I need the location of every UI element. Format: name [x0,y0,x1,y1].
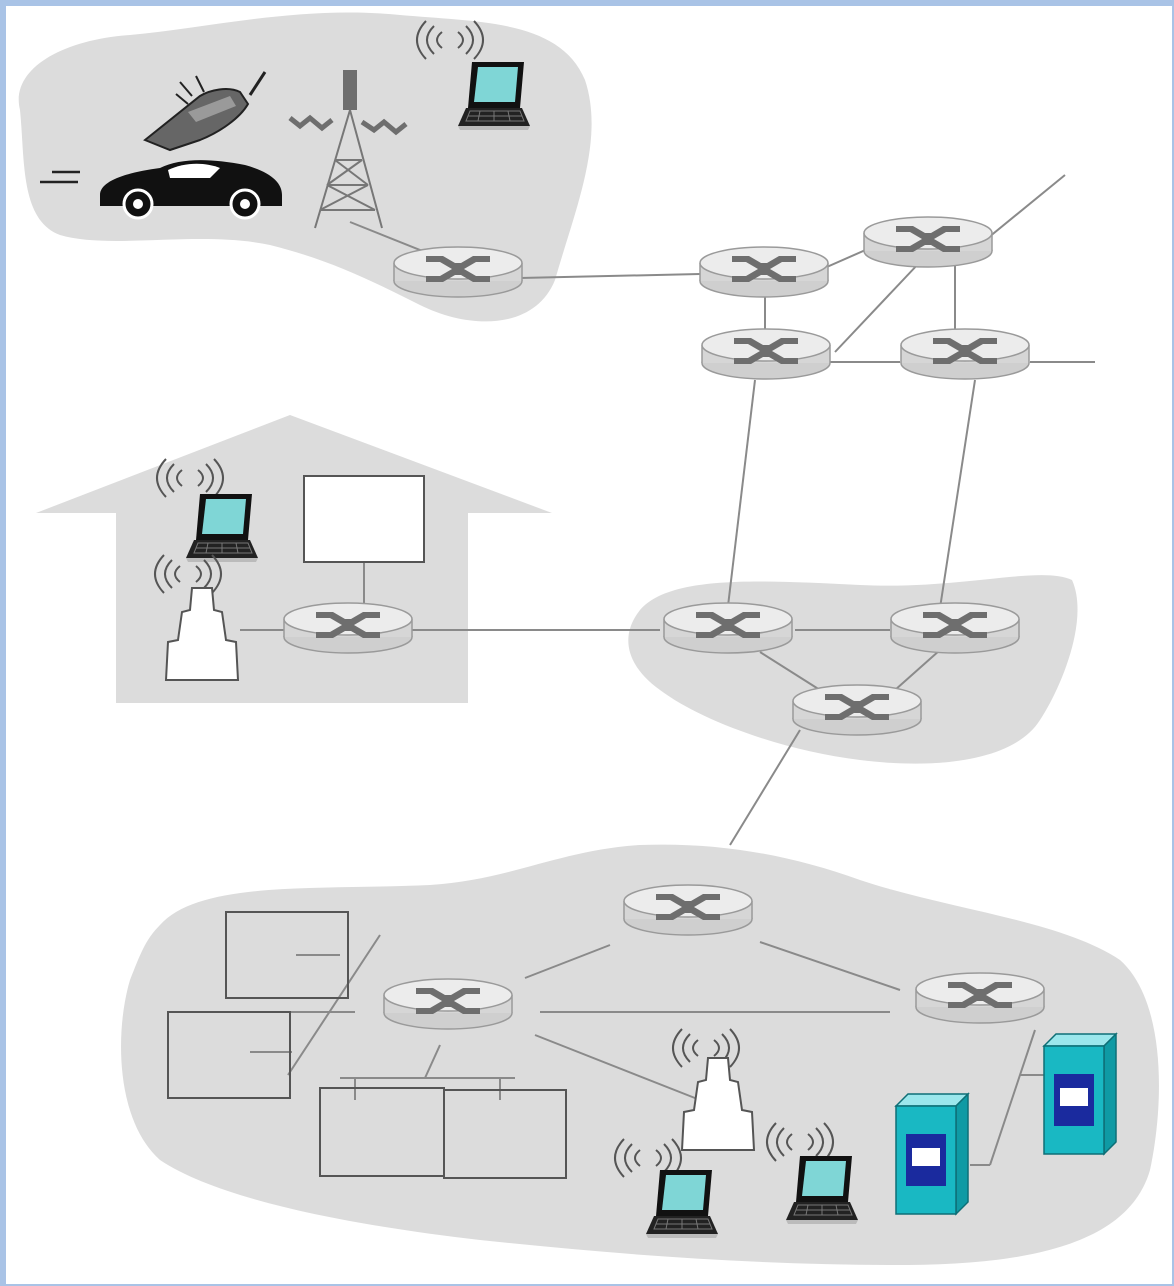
link [727,379,756,607]
router-icon [863,216,993,268]
link [424,1044,441,1079]
home-network-region [36,415,552,703]
link [989,1029,1036,1166]
router-icon [900,328,1030,380]
link [524,944,611,979]
host-computer-icon [303,475,425,563]
cell-tower-icon [288,70,408,229]
host-computer-icon [443,1089,567,1179]
link [834,261,921,353]
router-icon [383,978,513,1030]
link [534,1034,701,1101]
car-icon [100,160,282,220]
links [240,174,1095,1166]
router-icon [663,602,793,654]
router-icon [623,884,753,936]
link [287,934,381,1076]
link [939,379,976,609]
link [759,941,901,991]
router-icon [915,972,1045,1024]
cell-phone-icon [143,71,267,152]
router-icon [701,328,831,380]
router-icon [393,246,523,298]
router-icon [792,684,922,736]
link [982,174,1066,243]
link [519,273,701,279]
host-computer-icon [167,1011,291,1099]
speed-lines-icon [40,170,80,184]
server-icon [895,1093,969,1215]
link [729,729,801,846]
mobile-network-region [18,12,592,322]
link [759,651,821,691]
router-icon [283,602,413,654]
router-icon [890,602,1020,654]
host-computer-icon [225,911,349,999]
server-icon [1043,1033,1117,1155]
link [894,649,941,691]
router-icon [699,246,829,298]
